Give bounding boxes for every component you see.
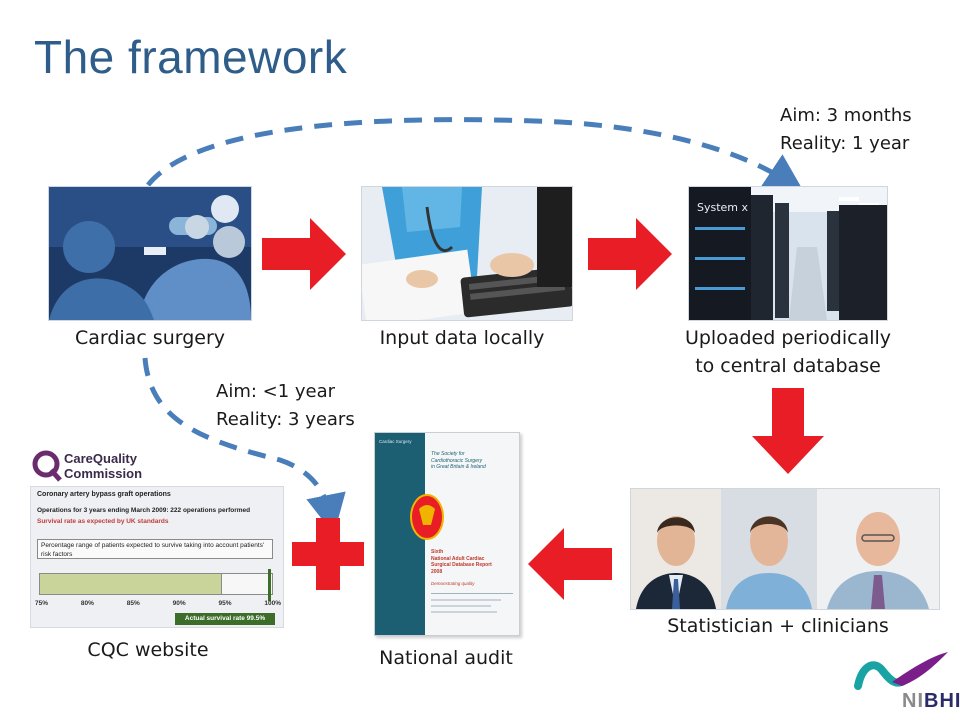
report-society-line3: in Great Britain & Ireland <box>431 464 486 470</box>
cqc-tick: 85% <box>126 600 140 607</box>
note-upload-reality: Reality: 1 year <box>780 133 910 154</box>
label-national-audit: National audit <box>379 647 513 669</box>
label-input-data: Input data locally <box>379 327 545 349</box>
report-society-line2: Cardiothoracic Surgery <box>431 457 483 464</box>
cqc-website-image: CareQuality Commission Coronary artery b… <box>30 446 284 628</box>
report-society-line1: The Society for <box>431 451 465 457</box>
label-cardiac-surgery: Cardiac surgery <box>74 327 226 349</box>
cqc-logo-line1: CareQuality <box>64 451 137 466</box>
dashed-arrow-cqc <box>142 357 346 535</box>
report-tab-label: Cardiac Surgery <box>379 439 412 444</box>
rack-label: System x <box>697 201 749 214</box>
national-audit-report: Cardiac Surgery The Society for Cardioth… <box>374 432 520 636</box>
cqc-tick: 95% <box>218 600 232 607</box>
cqc-logo-line2: Commission <box>64 466 143 481</box>
note-cqc-reality: Reality: 3 years <box>216 409 355 430</box>
note-cqc-aim: Aim: <1 year <box>216 381 336 402</box>
cqc-tick: 75% <box>35 600 49 607</box>
label-uploaded-line2: to central database <box>695 355 881 377</box>
report-title: Sixth National Adult Cardiac Surgical Da… <box>431 549 492 575</box>
report-fine-print <box>431 599 501 601</box>
report-tagline: Demonstrating quality <box>431 581 475 586</box>
note-upload-aim: Aim: 3 months <box>780 105 912 126</box>
report-title-line4: 2008 <box>431 568 443 575</box>
surgery-photo <box>48 186 252 321</box>
cqc-range-upper <box>221 573 273 595</box>
report-fine-print <box>431 605 491 607</box>
note-upload: Aim: 3 months Reality: 1 year <box>780 102 912 158</box>
nibhi-wordmark: NIBHI <box>902 690 960 713</box>
report-fine-print <box>431 611 497 613</box>
cqc-logo-text: CareQuality Commission <box>64 451 142 481</box>
cqc-tick: 100% <box>264 600 281 607</box>
nibhi-text-ni: NI <box>902 690 924 712</box>
input-data-photo <box>361 186 573 321</box>
note-cqc: Aim: <1 year Reality: 3 years <box>216 378 355 434</box>
report-title-line2: National Adult Cardiac <box>431 555 485 562</box>
cqc-actual-rate: Actual survival rate 99.5% <box>175 613 275 625</box>
arrow-surgery-to-input <box>262 218 346 290</box>
plus-symbol <box>292 518 364 590</box>
report-title-line3: Surgical Database Report <box>431 562 492 568</box>
report-crest-icon <box>410 494 444 540</box>
arrow-input-to-upload <box>588 218 672 290</box>
label-uploaded: Uploaded periodically to central databas… <box>668 324 908 380</box>
report-title-line1: Sixth <box>431 549 444 555</box>
cqc-ticks: 75% 80% 85% 90% 95% 100% <box>35 600 281 607</box>
label-statistician: Statistician + clinicians <box>667 615 889 637</box>
cqc-tick: 90% <box>172 600 186 607</box>
cqc-survival-expected: Survival rate as expected by UK standard… <box>37 518 169 525</box>
cqc-actual-marker <box>268 569 271 601</box>
nibhi-swoosh-icon <box>854 652 948 690</box>
cqc-tick: 80% <box>80 600 94 607</box>
label-cqc-website: CQC website <box>87 639 209 661</box>
nibhi-text-bhi: BHI <box>924 690 960 712</box>
cqc-heading: Coronary artery bypass graft operations <box>37 491 171 498</box>
server-room-photo: System x <box>688 186 888 321</box>
cqc-q-icon <box>32 450 62 482</box>
arrow-upload-to-statistician <box>752 388 824 474</box>
report-divider <box>431 593 513 594</box>
cqc-logo: CareQuality Commission <box>30 446 142 486</box>
cqc-panel: Coronary artery bypass graft operations … <box>30 486 284 628</box>
statistician-clinicians-photo <box>630 488 940 610</box>
dashed-arrow-upload <box>146 117 805 194</box>
nibhi-logo: NIBHI <box>852 648 960 714</box>
cqc-box-text: Percentage range of patients expected to… <box>37 539 273 559</box>
arrow-statistician-to-audit <box>528 528 612 600</box>
cqc-operations: Operations for 3 years ending March 2009… <box>37 507 251 514</box>
report-society: The Society for Cardiothoracic Surgery i… <box>431 451 486 471</box>
label-uploaded-line1: Uploaded periodically <box>684 327 892 349</box>
slide-title: The framework <box>34 31 348 83</box>
